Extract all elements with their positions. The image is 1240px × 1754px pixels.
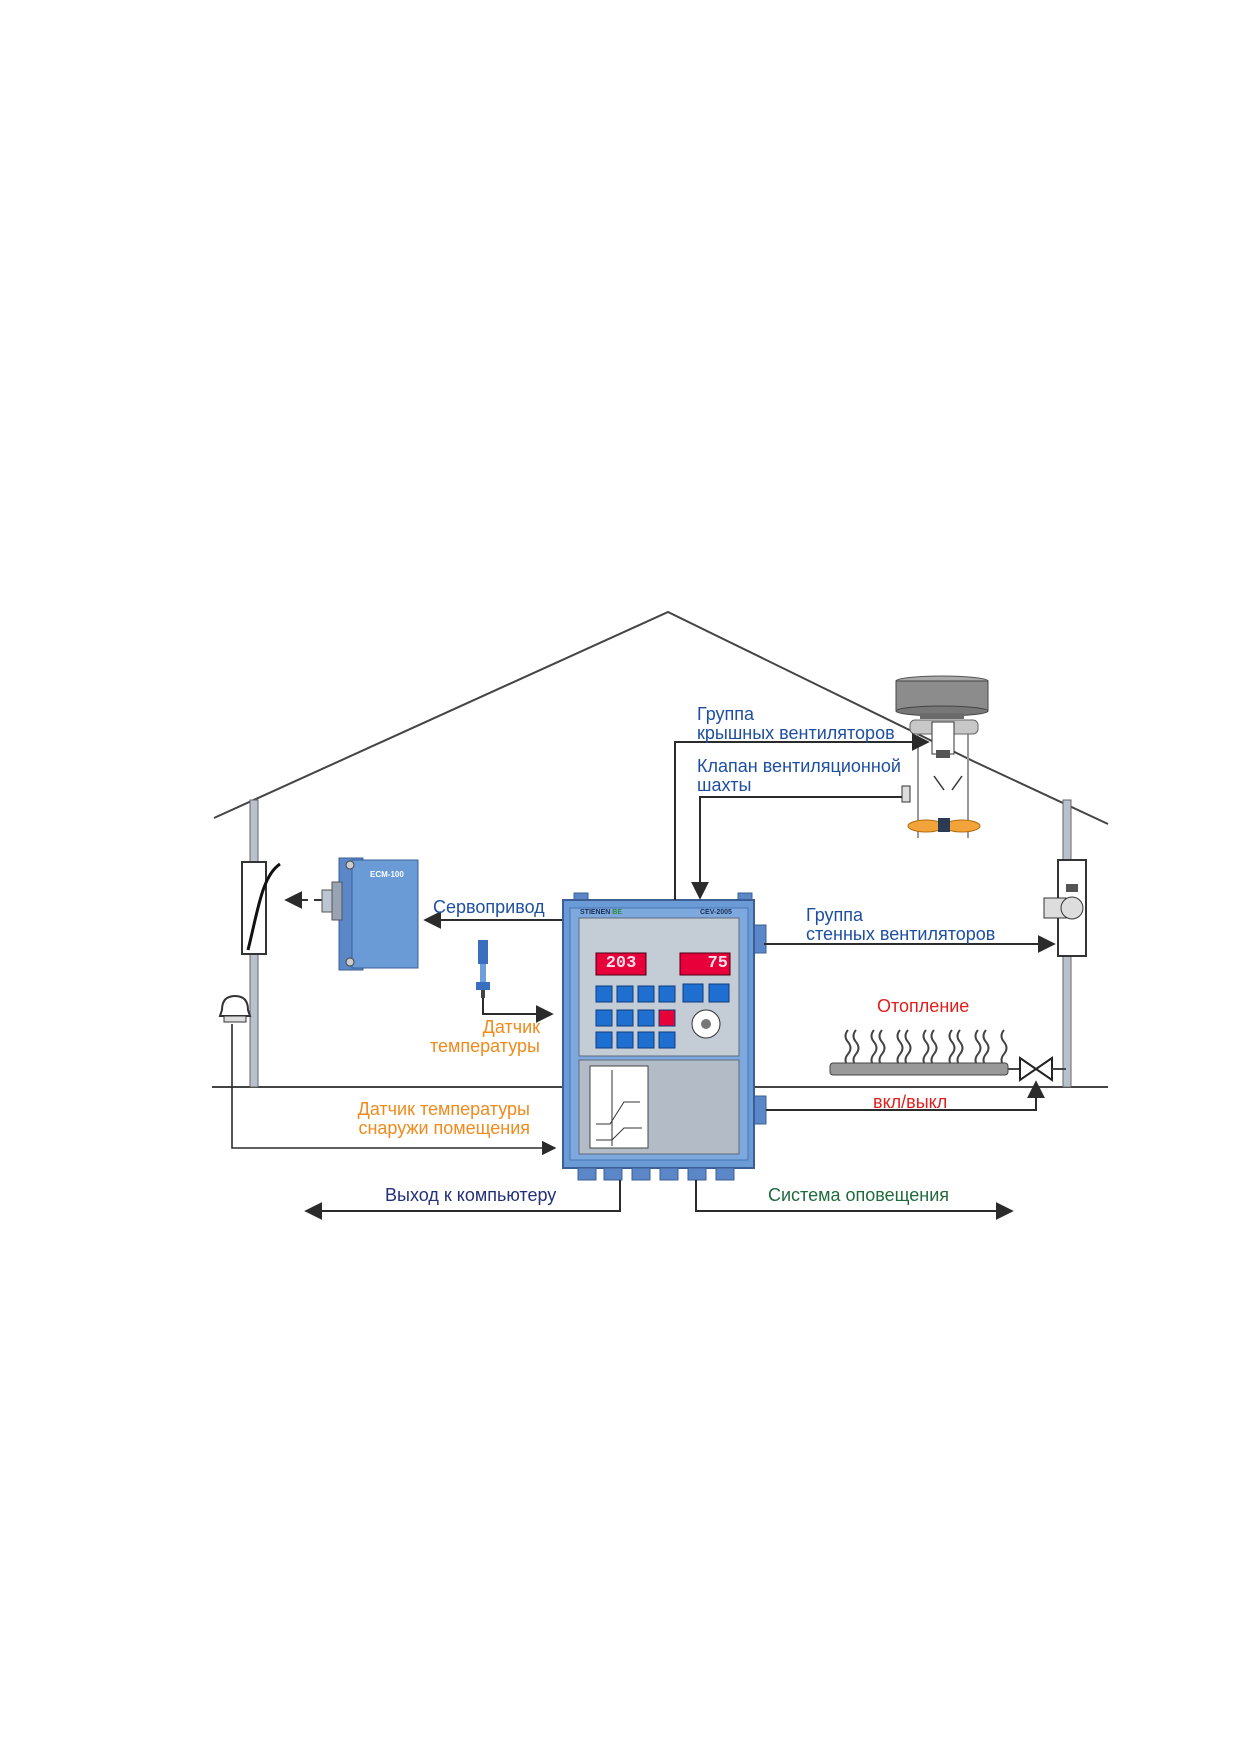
roof-fans-label-line1: Группа (697, 704, 755, 724)
shaft-valve-label-line2: шахты (697, 775, 752, 795)
brand-name: STIENEN (580, 909, 611, 916)
wall-fan (1043, 859, 1087, 957)
heat-waves (844, 1029, 1008, 1067)
wall-fans-label-line1: Группа (806, 905, 864, 925)
wall-fans-label-line2: стенных вентиляторов (806, 924, 996, 944)
display-right: 75 (707, 954, 728, 973)
roof-fans-label: Группа крышных вентиляторов (697, 705, 895, 743)
heating-pipe (829, 1062, 1030, 1076)
outer-sensor-label-line2: снаружи помещения (358, 1118, 530, 1138)
inner-sensor-label: Датчик температуры (400, 1018, 540, 1056)
valve (1019, 1056, 1066, 1082)
outside-sensor (218, 994, 252, 1023)
shaft-valve-label: Клапан вентиляционной шахты (697, 757, 901, 795)
roof-fans-label-line2: крышных вентиляторов (697, 723, 895, 743)
controller-model: CEV-2005 (700, 909, 732, 916)
onoff-label: вкл/выкл (873, 1092, 948, 1112)
controller-dial (691, 1009, 721, 1039)
heating-label: Отопление (877, 996, 970, 1016)
inner-sensor-label-line1: Датчик (482, 1017, 540, 1037)
shaft-valve-label-line1: Клапан вентиляционной (697, 756, 901, 776)
display-left: 203 (605, 954, 637, 973)
wall-fans-label: Группа стенных вентиляторов (806, 906, 995, 944)
outer-sensor-label-line1: Датчик температуры (357, 1099, 530, 1119)
computer-output-label: Выход к компьютеру (385, 1185, 557, 1205)
servo-motor (321, 857, 419, 971)
roof-vent-shaft (895, 675, 989, 838)
inlet-flap (241, 861, 330, 955)
brand-suffix: BE (612, 909, 623, 916)
inner-sensor-label-line2: температуры (429, 1036, 540, 1056)
temperature-probe (476, 940, 490, 998)
controller-keypad (595, 983, 730, 1049)
servo-model-label: ECM-100 (370, 870, 404, 879)
controller-brand: STIENEN BE (580, 909, 622, 917)
alarm-system-label: Система оповещения (768, 1185, 949, 1205)
servo-label: Сервопривод (433, 897, 545, 917)
outer-sensor-label: Датчик температуры снаружи помещения (330, 1100, 530, 1138)
